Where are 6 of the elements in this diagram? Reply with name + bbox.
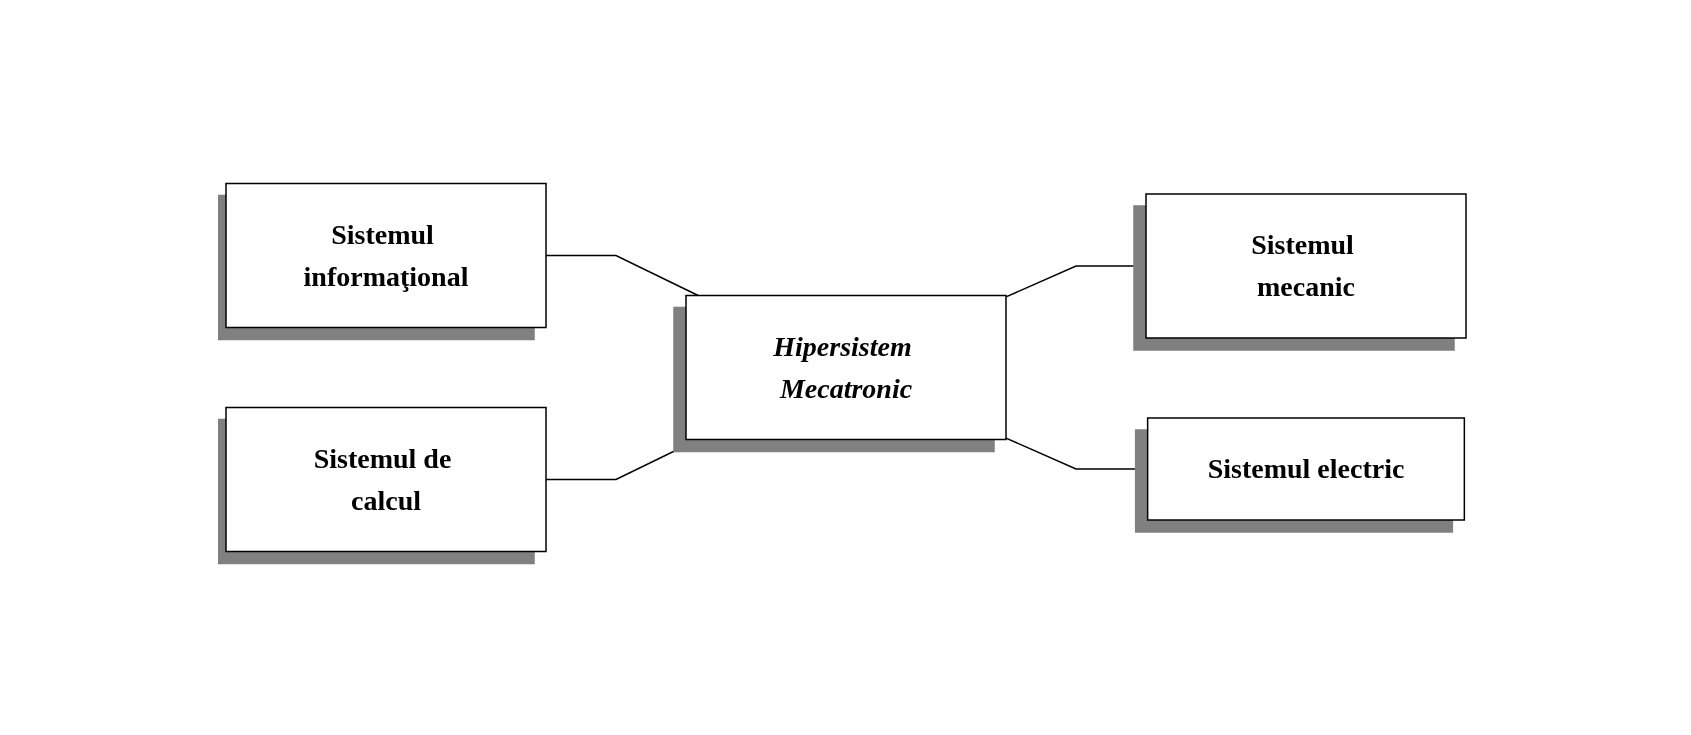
- connector: [1004, 437, 1148, 470]
- node-box: Sistemul electric: [1146, 417, 1465, 521]
- node-box: Sistemul informaţional: [224, 182, 547, 329]
- node-box: Hipersistem Mecatronic: [684, 294, 1007, 441]
- node-box: Sistemul mecanic: [1144, 193, 1467, 339]
- node-box: Sistemul de calcul: [224, 406, 547, 553]
